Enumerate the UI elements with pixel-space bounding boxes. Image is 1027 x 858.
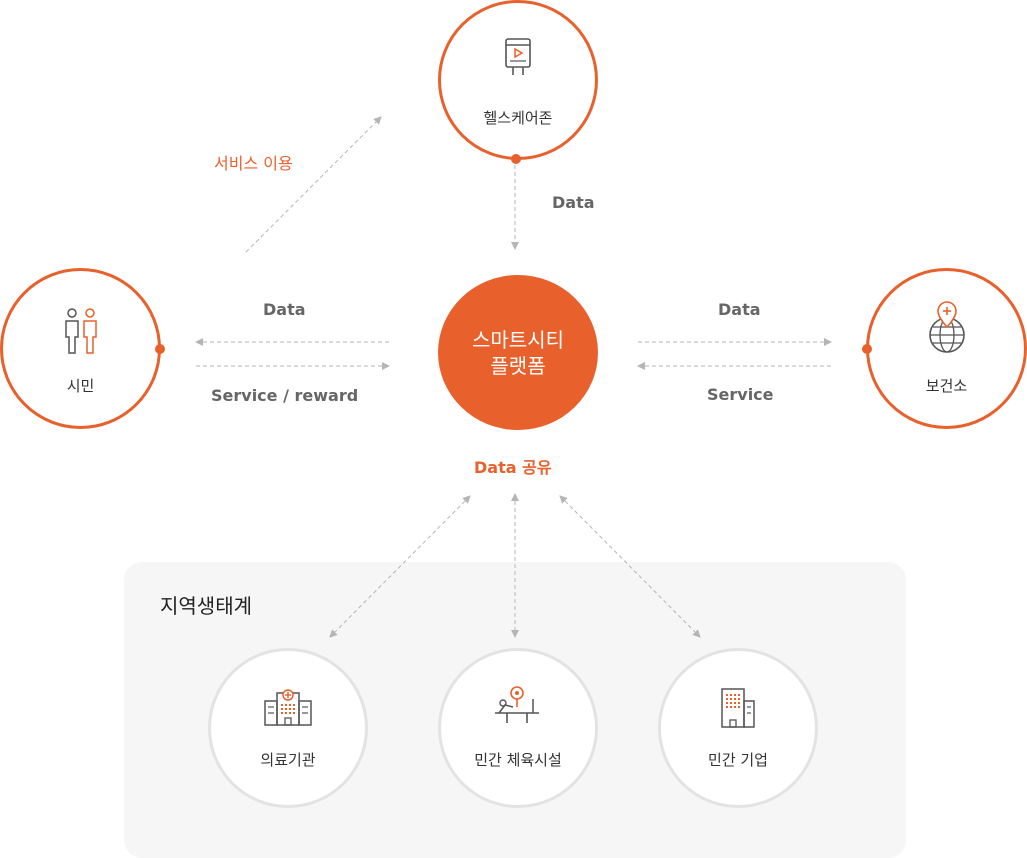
service-use-label: 서비스 이용 <box>214 154 293 173</box>
medical-institution-label: 의료기관 <box>260 751 316 769</box>
node-citizen: 시민 <box>0 268 161 429</box>
bench-press-icon <box>493 685 543 731</box>
arrow-share-enterprise <box>559 495 701 638</box>
arrow-service-use <box>245 116 382 253</box>
health-center-connector-dot <box>862 344 872 354</box>
region-title: 지역생태계 <box>160 594 252 618</box>
healthcare-data-label: Data <box>552 193 595 212</box>
smart-city-platform: 스마트시티 플랫폼 <box>438 275 598 430</box>
kiosk-icon <box>503 37 533 81</box>
platform-title-line2: 플랫폼 <box>490 353 546 378</box>
data-share-label: Data 공유 <box>474 458 552 477</box>
citizen-connector-dot <box>155 344 165 354</box>
health-center-label: 보건소 <box>925 377 968 395</box>
node-healthcare-zone: 헬스케어존 <box>438 0 598 160</box>
citizen-service-label: Service / reward <box>211 386 359 405</box>
platform-title-line1: 스마트시티 <box>472 327 564 352</box>
hospital-icon <box>263 687 313 731</box>
people-icon <box>61 307 101 361</box>
node-medical-institution: 의료기관 <box>208 648 368 808</box>
healthcare-zone-connector-dot <box>511 154 521 164</box>
health-service-label: Service <box>707 385 774 404</box>
healthcare-zone-label: 헬스케어존 <box>483 109 553 127</box>
citizen-label: 시민 <box>66 377 95 395</box>
arrow-share-medical <box>329 495 471 638</box>
private-sports-facility-label: 민간 체육시설 <box>474 751 562 769</box>
node-private-enterprise: 민간 기업 <box>658 648 818 808</box>
node-private-sports-facility: 민간 체육시설 <box>438 648 598 808</box>
citizen-data-label: Data <box>263 300 306 319</box>
private-enterprise-label: 민간 기업 <box>708 751 768 769</box>
node-health-center: 보건소 <box>866 268 1027 429</box>
health-data-label: Data <box>718 300 761 319</box>
globe-pin-icon <box>925 301 969 357</box>
office-building-icon <box>718 687 758 733</box>
